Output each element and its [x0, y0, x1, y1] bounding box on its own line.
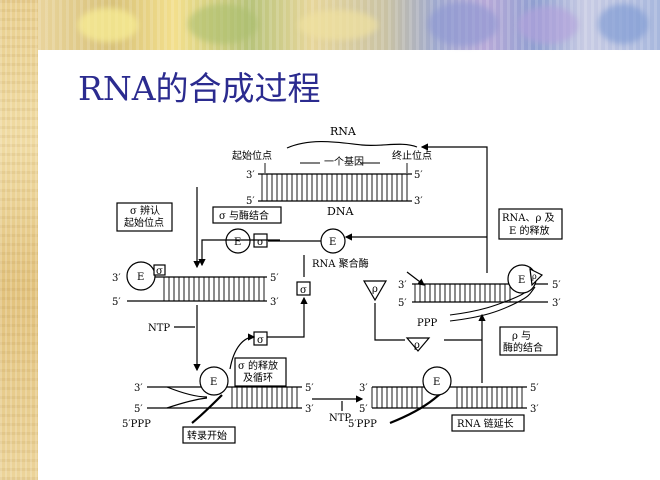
prime-label: 5′ [246, 196, 255, 207]
enzyme-label: E [518, 275, 525, 286]
sigma-recognize-label: σ 辨认 [130, 204, 160, 217]
prime-label: 5′ [359, 404, 368, 415]
rho-enzyme-label: 酶的结合 [503, 341, 543, 354]
enzyme-circle [225, 228, 251, 254]
label-box [234, 357, 287, 387]
prime-label: 3′ [112, 273, 121, 284]
prime-label: 3′ [398, 280, 407, 291]
release-label: E 的释放 [509, 224, 549, 237]
ppp-label: PPP [417, 318, 437, 329]
prime-label: 5′ [398, 298, 407, 309]
label-box [498, 208, 563, 240]
rho-label: ρ [414, 340, 420, 351]
prime-label: 3′ [270, 297, 279, 308]
dna-bottom-left [147, 366, 302, 424]
stop-site-label: 终止位点 [392, 149, 432, 162]
rho-triangle [529, 267, 544, 287]
sigma-label: σ [257, 335, 264, 346]
prime-label: 3′ [359, 383, 368, 394]
enzyme-circle [199, 366, 229, 396]
sigma-box [296, 281, 311, 296]
label-box [116, 202, 173, 232]
prime-label: 5′ [530, 383, 539, 394]
rho-enzyme-label: ρ 与 [512, 330, 531, 342]
prime-label: 3′ [134, 383, 143, 394]
rna-label: RNA [330, 125, 357, 138]
dna-right-middle [412, 264, 548, 322]
sigma-box [153, 264, 166, 276]
enzyme-label: E [137, 272, 144, 283]
prime-label: 5′ [134, 404, 143, 415]
ppp5-label: 5′PPP [348, 419, 377, 430]
rho-label: ρ [372, 284, 378, 295]
dna-bottom-right [371, 366, 527, 425]
prime-label: 3′ [305, 404, 314, 415]
label-box [212, 206, 282, 224]
prime-label: 5′ [270, 273, 279, 284]
prime-label: 5′ [414, 170, 423, 181]
sigma-label: σ [257, 237, 264, 248]
sigma-enzyme-binding-label: σ 与酶结合 [219, 209, 269, 222]
decorative-left-band [0, 0, 38, 480]
label-box [499, 326, 558, 356]
release-label: RNA、ρ 及 [502, 212, 555, 224]
prime-label: 5′ [112, 297, 121, 308]
prime-label: 3′ [530, 404, 539, 415]
rho-triangle [405, 337, 431, 352]
prime-label: 5′ [305, 383, 314, 394]
start-site-label: 起始位点 [232, 149, 272, 162]
ntp-label: NTP [329, 413, 351, 424]
ppp5-label: 5′PPP [122, 419, 151, 430]
prime-label: 3′ [414, 196, 423, 207]
enzyme-label: E [433, 377, 440, 388]
prime-label: 3′ [552, 298, 561, 309]
rna-synthesis-diagram: RNA 起始位点 一个基因 终止位点 DNA 3′ 5′ 5′ 3′ σ 辨认 … [112, 125, 563, 444]
sigma-release-label: σ 的释放 [238, 359, 278, 372]
transcription-start-label: 转录开始 [187, 429, 227, 442]
sigma-recognize-label: 起始位点 [124, 216, 164, 229]
figure-panel: RNA 起始位点 一个基因 终止位点 DNA 3′ 5′ 5′ 3′ σ 辨认 … [72, 115, 582, 460]
enzyme-label: E [210, 377, 217, 388]
label-box [451, 414, 525, 432]
enzyme-label: E [329, 237, 336, 248]
rna-elongation-label: RNA 链延长 [457, 417, 514, 430]
enzyme-circle [422, 366, 452, 396]
rho-triangle [362, 280, 388, 302]
enzyme-circle [126, 261, 156, 291]
enzyme-label: E [234, 237, 241, 248]
rna-polymerase-label: RNA 聚合酶 [312, 257, 369, 270]
rho-label: ρ [532, 272, 537, 281]
decorative-top-band [38, 0, 660, 50]
dna-label: DNA [327, 205, 354, 218]
top-dna [258, 140, 418, 202]
dna-left-middle [126, 261, 267, 302]
ntp-label: NTP [148, 323, 170, 334]
prime-label: 5′ [552, 280, 561, 291]
sigma-release-label: 及循环 [243, 371, 273, 384]
prime-label: 3′ [246, 170, 255, 181]
sigma-label: σ [156, 266, 163, 277]
one-gene-label: 一个基因 [324, 155, 364, 168]
slide-title: RNA的合成过程 [78, 69, 321, 108]
sigma-label: σ [300, 285, 307, 296]
label-box [182, 426, 236, 444]
